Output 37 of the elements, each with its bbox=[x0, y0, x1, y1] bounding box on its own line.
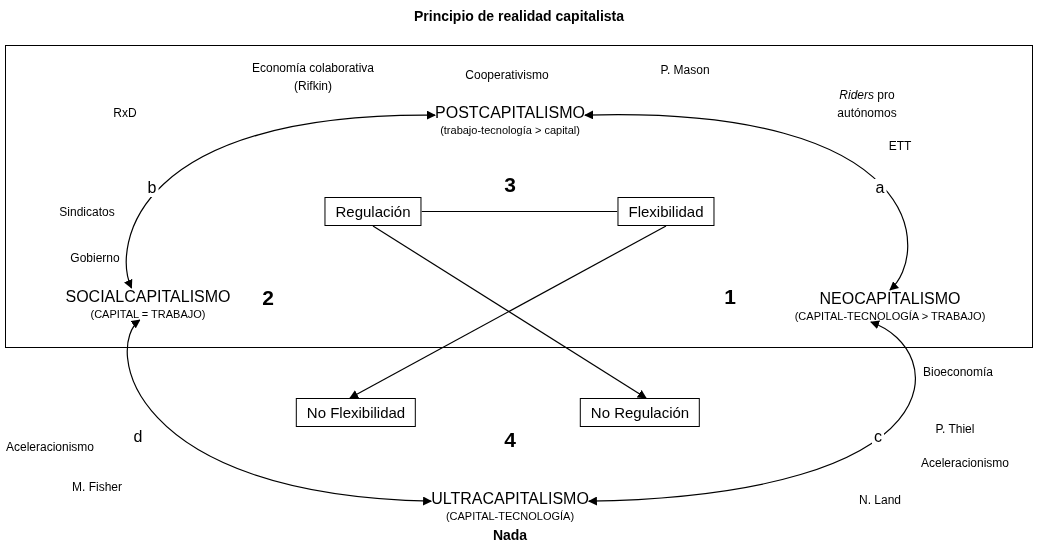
annotation: P. Mason bbox=[660, 62, 710, 79]
stage-formula: (CAPITAL = TRABAJO) bbox=[89, 308, 207, 320]
annotation: N. Land bbox=[859, 492, 901, 509]
stage-name: POSTCAPITALISMO bbox=[435, 104, 585, 122]
annotation: M. Fisher bbox=[72, 479, 122, 496]
annotation: P. Thiel bbox=[935, 421, 975, 438]
annotation: ETT bbox=[888, 138, 912, 155]
axis-caption: Nada bbox=[492, 526, 528, 544]
stage-name: NEOCAPITALISMO bbox=[818, 290, 962, 308]
condition-box: Regulación bbox=[324, 197, 422, 226]
stage-name: SOCIALCAPITALISMO bbox=[65, 288, 231, 306]
annotation: Gobierno bbox=[70, 250, 120, 267]
annotation: Riders pro autónomos bbox=[836, 87, 898, 122]
annotation: Economía colaborativa (Rifkin) bbox=[250, 60, 376, 95]
condition-box: No Regulación bbox=[579, 398, 701, 427]
arrow bbox=[126, 319, 433, 506]
annotation: Cooperativismo bbox=[465, 67, 549, 84]
stage-name: ULTRACAPITALISMO bbox=[431, 490, 589, 508]
region-heading: Principio de realidad capitalista bbox=[412, 8, 626, 24]
arrow bbox=[584, 110, 909, 291]
annotation: Bioeconomía bbox=[923, 364, 993, 381]
stage-formula: (CAPITAL-TECNOLOGÍA) bbox=[444, 510, 576, 522]
annotation: Aceleracionismo bbox=[921, 455, 1009, 472]
quadrant-number: 4 bbox=[504, 431, 516, 449]
stage-formula: (trabajo-tecnología > capital) bbox=[439, 124, 581, 136]
quadrant-number: 1 bbox=[724, 288, 736, 306]
quadrant-number: 2 bbox=[262, 289, 274, 307]
annotation: Sindicatos bbox=[59, 204, 115, 221]
stage-formula: (CAPITAL-TECNOLOGÍA > TRABAJO) bbox=[794, 310, 986, 322]
annotation: Aceleracionismo bbox=[6, 439, 94, 456]
arrow bbox=[124, 110, 436, 289]
condition-box: No Flexibilidad bbox=[295, 398, 417, 427]
annotation: RxD bbox=[113, 105, 137, 122]
arrow bbox=[587, 321, 916, 506]
condition-box: Flexibilidad bbox=[617, 197, 715, 226]
quadrant-number: 3 bbox=[504, 176, 516, 194]
edge-label: b bbox=[145, 179, 159, 197]
